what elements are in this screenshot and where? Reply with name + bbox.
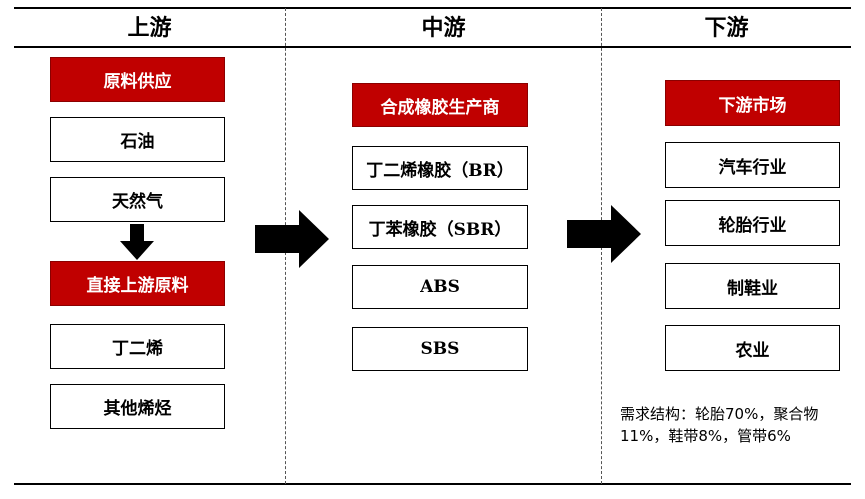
direct-item-olefins: 其他烯烃 xyxy=(50,384,225,429)
raw-item-oil: 石油 xyxy=(50,117,225,162)
market-auto: 汽车行业 xyxy=(665,142,840,188)
right-arrow-icon xyxy=(255,210,329,268)
top-rule xyxy=(14,7,851,9)
demand-structure-note: 需求结构：轮胎70%，聚合物11%，鞋带8%，管带6% xyxy=(620,405,819,445)
market-header: 下游市场 xyxy=(665,80,840,126)
market-footwear: 制鞋业 xyxy=(665,263,840,309)
header-rule xyxy=(14,46,851,48)
midstream-title: 中游 xyxy=(421,15,466,41)
upstream-title: 上游 xyxy=(127,15,172,41)
bottom-rule xyxy=(14,483,851,485)
product-sbr: 丁苯橡胶（SBR） xyxy=(352,205,528,249)
product-br: 丁二烯橡胶（BR） xyxy=(352,146,528,190)
right-arrow-icon xyxy=(567,205,641,263)
direct-item-butadiene: 丁二烯 xyxy=(50,324,225,369)
direct-upstream-header: 直接上游原料 xyxy=(50,261,225,306)
market-agriculture: 农业 xyxy=(665,325,840,371)
producer-header: 合成橡胶生产商 xyxy=(352,83,528,127)
market-tire: 轮胎行业 xyxy=(665,200,840,246)
downstream-title: 下游 xyxy=(704,15,749,41)
product-sbs: SBS xyxy=(352,327,528,371)
down-arrow-icon xyxy=(120,224,154,260)
product-abs: ABS xyxy=(352,265,528,309)
raw-item-gas: 天然气 xyxy=(50,177,225,222)
raw-supply-header: 原料供应 xyxy=(50,57,225,102)
